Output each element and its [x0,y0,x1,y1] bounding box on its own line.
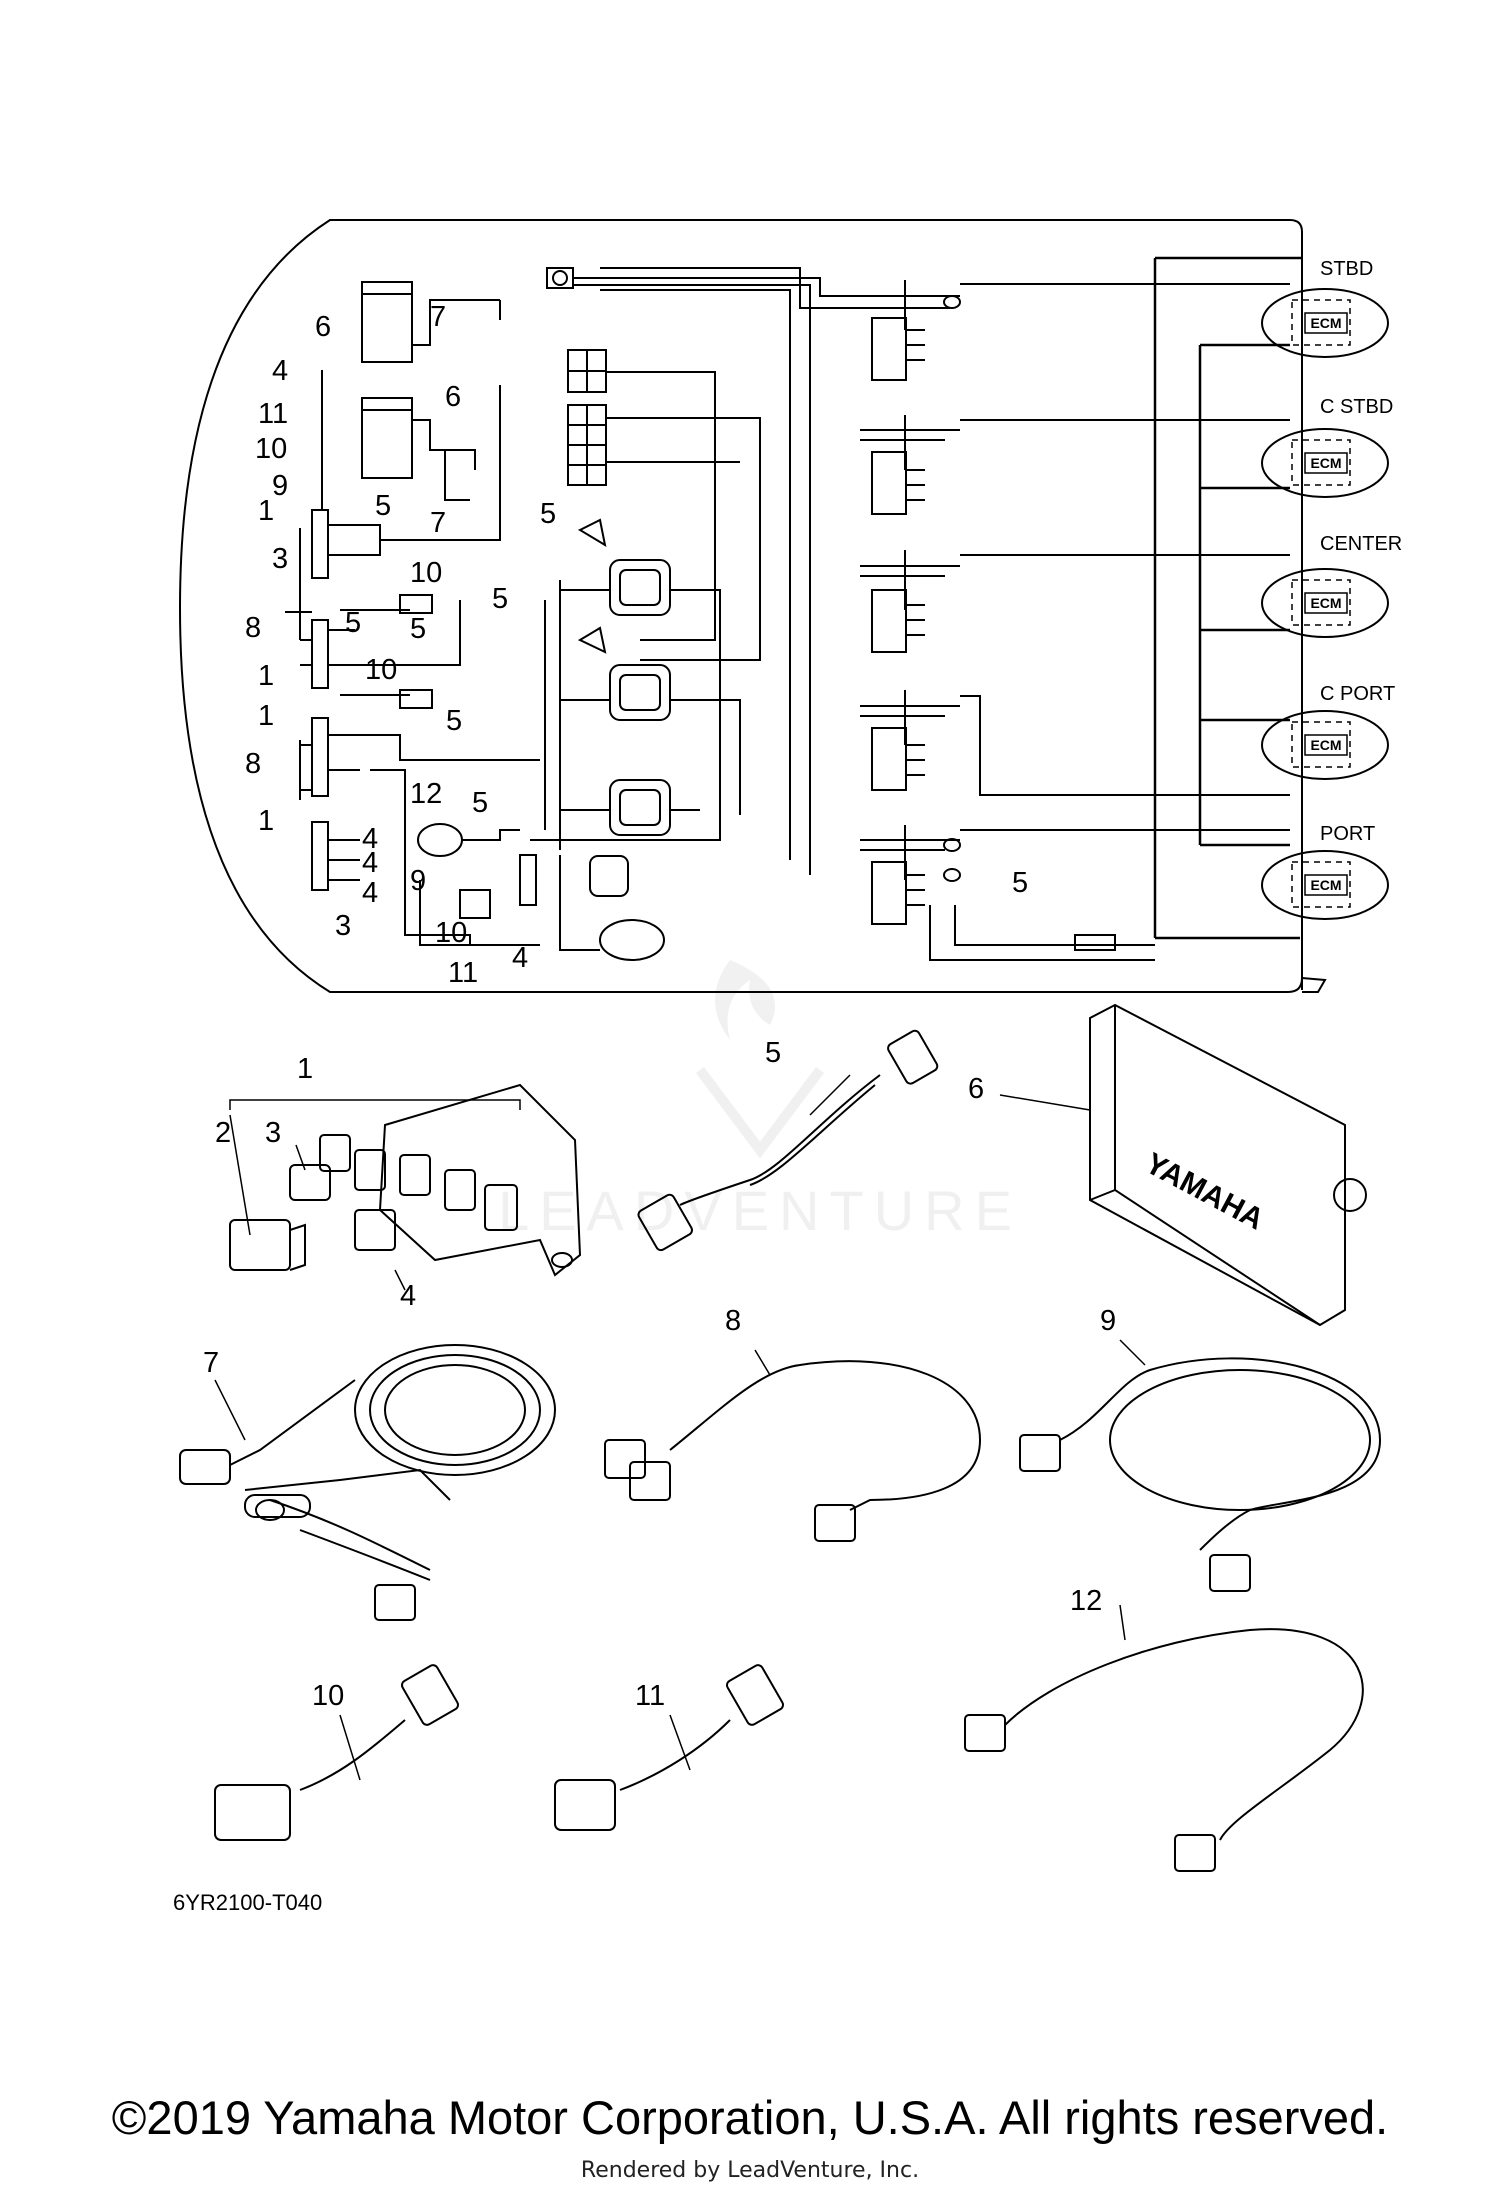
callout-7: 7 [430,507,446,539]
exploded-parts: YAMAHA [179,1003,1382,1872]
callout-1: 1 [258,700,274,732]
callout-5: 5 [446,705,462,737]
part-5-cable [637,1029,939,1252]
ecm-label: ECM [1310,315,1341,331]
transom-connector [1301,945,1327,993]
callout-7: 7 [203,1347,219,1379]
part-1-hub [319,1083,582,1277]
callout-8: 8 [245,612,261,644]
callout-1: 1 [258,660,274,692]
multifunction-displays [361,281,501,501]
part-12-cable [964,1628,1364,1872]
part-9-cable [1019,1357,1382,1592]
engine-label-stbd: STBD [1320,258,1373,280]
callout-6: 6 [445,381,461,413]
part-3-plug [289,1164,331,1201]
watermark-text: LEADVENTURE [498,1179,1022,1242]
callout-11: 11 [635,1680,665,1712]
part-4-cap [354,1209,396,1251]
ecm-units [1261,288,1389,920]
callout-10: 10 [365,654,397,686]
lower-circuits [417,823,665,961]
ecm-trunk-lines [1153,256,1302,940]
hub-blocks [285,370,540,946]
callout-4: 4 [362,877,378,909]
leadventure-watermark: LEADVENTURE [498,960,1022,1242]
callout-4: 4 [272,355,288,387]
ecm-label: ECM [1310,737,1341,753]
yamaha-brand-label: YAMAHA [1140,1147,1269,1237]
callout-12: 12 [410,778,442,810]
callout-1: 1 [297,1053,313,1085]
callout-1: 1 [258,805,274,837]
callout-9: 9 [272,470,288,502]
ecm-label: ECM [1310,595,1341,611]
callout-5: 5 [1012,867,1028,899]
callout-5: 5 [492,583,508,615]
callout-4: 4 [512,942,528,974]
callout-4: 4 [400,1280,416,1312]
callout-3: 3 [265,1117,281,1149]
switch-panels [567,349,761,661]
callout-5: 5 [472,787,488,819]
callout-5: 5 [540,498,556,530]
engine-label-center: CENTER [1320,533,1402,555]
callout-4: 4 [362,847,378,879]
part-7-harness [179,1344,556,1621]
callout-7: 7 [430,301,446,333]
top-harness [546,267,910,875]
ecm-label: ECM [1310,455,1341,471]
engine-label-c-stbd: C STBD [1320,396,1393,418]
part-6-display: YAMAHA [1089,1003,1367,1327]
callout-5: 5 [375,490,391,522]
callout-10: 10 [435,917,467,949]
callout-6: 6 [968,1073,984,1105]
rendered-by-note: Rendered by LeadVenture, Inc. [580,2158,920,2183]
control-heads [530,518,741,850]
part-8-cable [604,1360,982,1542]
callout-9: 9 [410,865,426,897]
copyright-footer: ©2019 Yamaha Motor Corporation, U.S.A. A… [111,2091,1389,2144]
callout-2: 2 [215,1117,231,1149]
callout-3: 3 [272,543,288,575]
boat-outline [178,219,1303,993]
part-2-connector [229,1219,306,1271]
callout-11: 11 [258,398,288,430]
callout-8: 8 [245,748,261,780]
callout-3: 3 [335,910,351,942]
wiring-schematic [178,219,1389,993]
callout-11: 11 [448,957,478,989]
callout-6: 6 [315,311,331,343]
drawing-code: 6YR2100-T040 [173,1890,323,1915]
callout-5: 5 [345,607,361,639]
part-11-adapter [554,1664,784,1831]
callout-10: 10 [312,1680,344,1712]
callout-5: 5 [410,613,426,645]
callout-5: 5 [765,1037,781,1069]
callout-10: 10 [255,433,287,465]
callout-10: 10 [410,557,442,589]
callout-9: 9 [1100,1305,1116,1337]
ecm-label: ECM [1310,877,1341,893]
callout-labels: 6 6 7 7 4 11 10 9 1 5 5 3 10 5 5 8 5 1 1… [203,258,1402,1712]
engine-label-c-port: C PORT [1320,683,1395,705]
callout-12: 12 [1070,1585,1102,1617]
engine-label-port: PORT [1320,823,1375,845]
callout-1: 1 [258,495,274,527]
callout-4: 4 [362,823,378,855]
callout-8: 8 [725,1305,741,1337]
engine-harness-blocks [860,280,1290,961]
